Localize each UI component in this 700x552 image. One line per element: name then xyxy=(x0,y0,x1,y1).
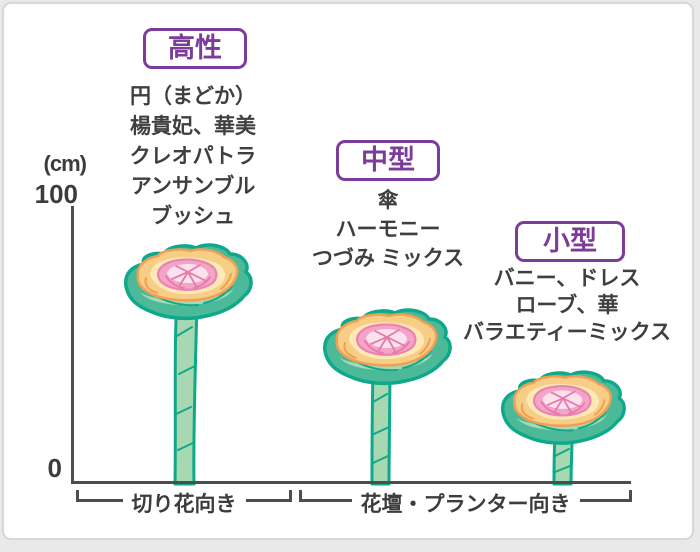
variety-list-small: バニー、ドレス ローブ、華 バラエティーミックス xyxy=(453,265,681,346)
flower-illustration-tall xyxy=(123,243,253,486)
variety-list-tall: 円（まどか） 楊貴妃、華美 クレオパトラ アンサンブル ブッシュ xyxy=(88,82,298,232)
category-box-medium: 中型 xyxy=(336,140,440,181)
usage-bracket-cut-flowers: 切り花向き xyxy=(76,490,292,520)
x-axis-line xyxy=(71,481,631,484)
category-box-tall: 高性 xyxy=(143,28,247,69)
variety-list-medium: 傘 ハーモニー つづみ ミックス xyxy=(283,186,493,273)
y-axis-line xyxy=(71,206,74,484)
usage-bracket-planter: 花壇・プランター向き xyxy=(299,490,632,520)
variety-line: バニー、ドレス xyxy=(493,267,641,290)
variety-line: クレオパトラ xyxy=(129,145,257,168)
variety-line: バラエティーミックス xyxy=(462,321,672,344)
category-box-small: 小型 xyxy=(515,221,625,262)
flower-illustration-small xyxy=(500,370,626,486)
variety-line: 楊貴妃、華美 xyxy=(130,115,256,138)
variety-line: ローブ、華 xyxy=(515,294,619,317)
variety-line: 傘 xyxy=(377,189,399,212)
y-axis-unit-label: (cm) xyxy=(43,151,87,176)
variety-line: つづみ ミックス xyxy=(311,247,465,270)
variety-line: 円（まどか） xyxy=(130,85,256,108)
bracket-right-corner xyxy=(245,490,292,502)
variety-line: ブッシュ xyxy=(151,205,235,228)
y-axis-tick-0: 0 xyxy=(47,453,62,483)
bracket-right-corner xyxy=(579,490,632,502)
bracket-label-cut-flowers: 切り花向き xyxy=(131,493,237,516)
bracket-label-planter: 花壇・プランター向き xyxy=(360,493,571,516)
variety-line: アンサンブル xyxy=(130,175,256,198)
bracket-left-corner xyxy=(76,490,123,502)
y-axis-tick-100: 100 xyxy=(34,179,78,209)
chart-card-background xyxy=(2,2,694,540)
bracket-left-corner xyxy=(299,490,352,502)
variety-line: ハーモニー xyxy=(335,218,441,241)
flower-illustration-medium xyxy=(322,308,452,486)
